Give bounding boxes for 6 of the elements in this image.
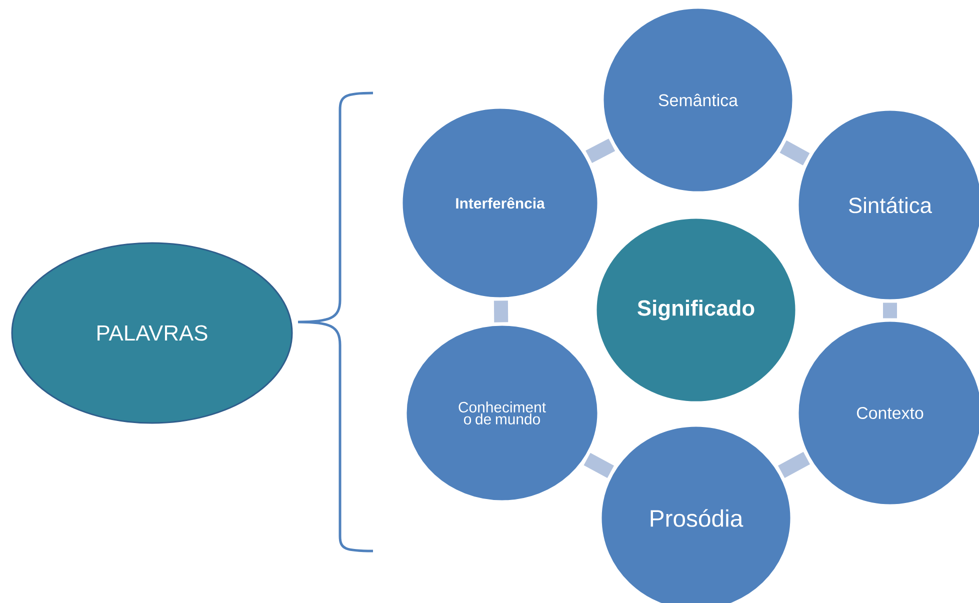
connector <box>494 300 508 322</box>
connector <box>778 452 810 478</box>
connector <box>883 302 897 318</box>
connector <box>780 140 810 166</box>
connector <box>584 452 614 478</box>
connector <box>586 138 616 164</box>
